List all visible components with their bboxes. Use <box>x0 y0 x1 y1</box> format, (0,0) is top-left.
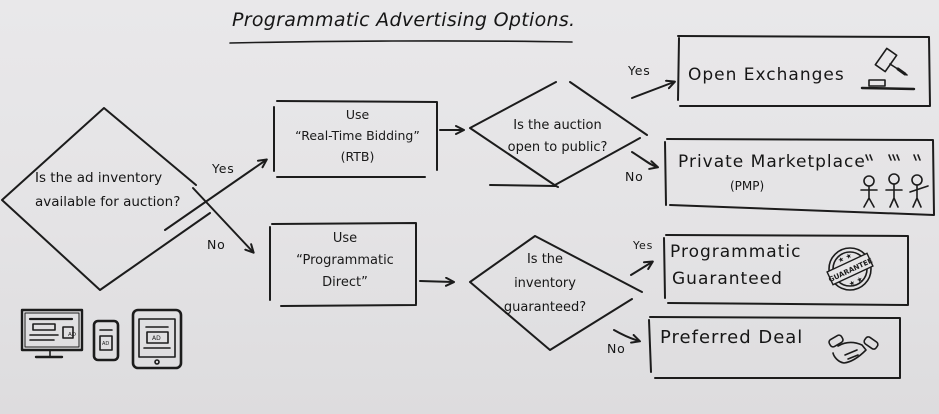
decision-text-ad-inventory: Is the ad inventory available for auctio… <box>35 170 181 210</box>
outcome-label-preferred-deal: Preferred Deal <box>660 327 804 348</box>
outcome-sublabel-pmp: (PMP) <box>730 179 765 193</box>
decision-diamond-ad-inventory <box>1 107 211 291</box>
label-no-3: No <box>607 341 626 356</box>
process-box-direct <box>269 222 417 307</box>
diagram-title: Programmatic Advertising Options. <box>232 9 576 31</box>
arrow-no-to-preferred <box>613 329 641 344</box>
handshake-icon <box>828 334 879 364</box>
title-underline <box>229 40 573 44</box>
label-no-2: No <box>625 169 644 184</box>
people-icon <box>860 154 929 208</box>
direct-line-2: “Programmatic <box>296 253 394 268</box>
process-text-rtb: Use “Real-Time Bidding” (RTB) <box>280 104 435 167</box>
guarantee-stamp-icon: GUARANTEE ★ ★ ★ ★ <box>826 247 874 291</box>
outcome-label-open-exchanges: Open Exchanges <box>688 65 845 85</box>
ad-label-tablet: AD <box>152 335 161 342</box>
label-yes-3: Yes <box>633 239 654 252</box>
rtb-line-1: Use <box>345 107 370 122</box>
rtb-line-2: “Real-Time Bidding” <box>295 128 420 143</box>
smartphone-icon <box>92 319 120 362</box>
outcome-box-preferred <box>648 316 901 379</box>
outcome-label-pmp: Private Marketplace <box>678 152 866 172</box>
decision-diamond-inventory-guaranteed <box>469 235 643 351</box>
arrow-yes-to-rtb <box>164 158 268 231</box>
label-yes-1: Yes <box>212 161 235 176</box>
outcome-box-pmp <box>664 138 935 216</box>
tablet-icon <box>131 308 183 370</box>
process-box-rtb <box>273 100 438 178</box>
label-yes-2: Yes <box>628 63 651 78</box>
direct-line-3: Direct” <box>322 275 368 290</box>
gavel-icon <box>860 47 916 91</box>
arrow-no-to-pmp <box>631 151 659 170</box>
ad-label-desktop: AD <box>68 332 76 338</box>
ad-label-phone: AD <box>102 341 109 347</box>
decision-diamond-auction-public <box>469 81 648 188</box>
process-text-direct: Use “Programmatic Direct” <box>275 228 415 294</box>
arrow-yes-to-open-exchanges <box>631 79 676 99</box>
arrow-no-to-direct <box>192 187 255 254</box>
decision-text-inventory-guaranteed: Is the inventory guaranteed? <box>503 252 587 315</box>
rtb-line-3: (RTB) <box>340 149 375 164</box>
outcome-label-prog-guaranteed-1: Programmatic <box>670 242 802 262</box>
arrow-direct-to-guaranteed <box>419 276 455 287</box>
direct-line-1: Use <box>332 231 358 246</box>
label-no-1: No <box>207 237 226 252</box>
decision-text-auction-public: Is the auction open to public? <box>507 118 608 155</box>
desktop-monitor-icon <box>20 308 84 359</box>
outcome-label-prog-guaranteed-2: Guaranteed <box>672 269 783 289</box>
outcome-box-prog-guaranteed <box>663 234 909 306</box>
outcome-box-open-exchanges <box>677 35 931 107</box>
arrow-yes-to-prog-guaranteed <box>630 260 654 276</box>
